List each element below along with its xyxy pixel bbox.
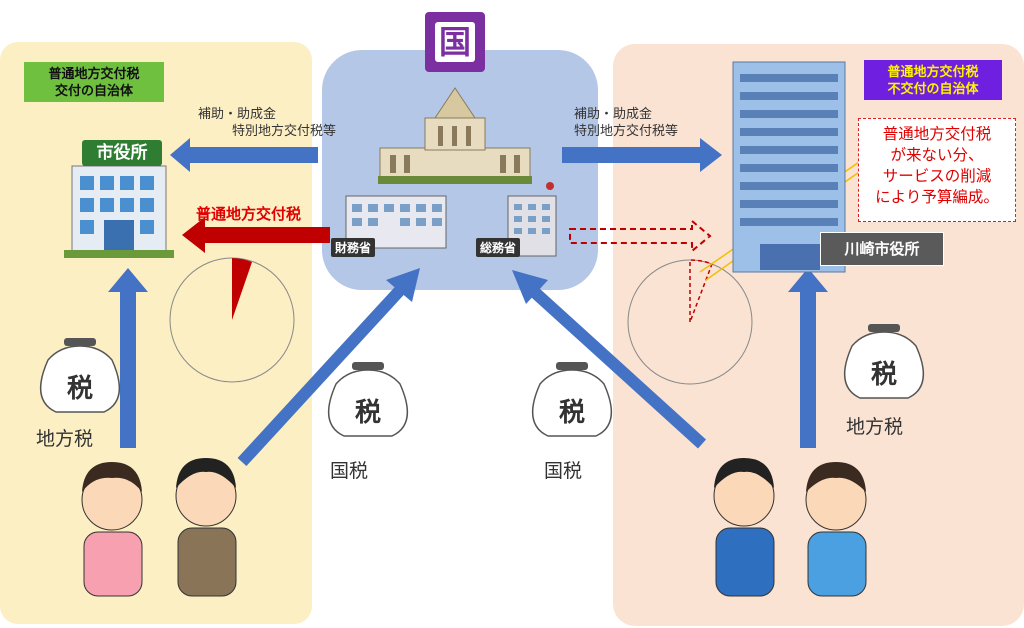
- no-grant-ratio-circle: [627, 259, 753, 385]
- national-government-icon: 国: [425, 12, 485, 72]
- ministry-finance-label: 財務省: [331, 238, 376, 257]
- service-reduction-note: 普通地方交付税 が来ない分、 サービスの削減 により予算編成。: [858, 118, 1016, 222]
- local-tax-arrow-left: [108, 268, 148, 448]
- tax-bag-glyph-left: 税: [66, 374, 93, 404]
- no-grant-dashed-arrow: [569, 218, 712, 254]
- tax-bag-glyph-center-right: 税: [558, 398, 585, 428]
- tax-bag-glyph-right: 税: [870, 360, 897, 390]
- grant-municipality-label: 普通地方交付税 交付の自治体: [24, 62, 164, 102]
- national-tax-right-label: 国税: [544, 460, 583, 482]
- tax-bag-glyph-center-left: 税: [354, 398, 381, 428]
- city-hall-icon: [64, 165, 174, 258]
- kawasaki-city-hall-icon: [732, 61, 846, 273]
- national-tax-arrow-right: [525, 283, 707, 449]
- subsidy-right-label: 補助・助成金 特別地方交付税等: [574, 107, 679, 139]
- local-tax-right-label: 地方税: [846, 416, 904, 438]
- grant-ratio-wedge: [232, 258, 252, 320]
- national-tax-arrow-left: [237, 283, 407, 467]
- subsidy-left-label: 補助・助成金 特別地方交付税等: [198, 107, 336, 139]
- no-grant-ratio-wedge: [689, 259, 713, 323]
- grant-arrow: [182, 217, 330, 253]
- non-grant-municipality-label: 普通地方交付税 不交付の自治体: [864, 60, 1002, 100]
- internal-affairs-building-icon: [507, 182, 557, 257]
- tax-bag-icon: [39, 331, 925, 437]
- grant-label: 普通地方交付税: [196, 205, 302, 223]
- ministry-internal-label: 総務省: [476, 238, 521, 257]
- subsidy-arrow-left: [170, 138, 318, 172]
- finance-building-icon: [345, 195, 447, 249]
- city-hall-sign: 市役所: [82, 140, 162, 166]
- kawasaki-city-hall-label: 川崎市役所: [820, 232, 944, 266]
- residents-right-icon: [713, 458, 867, 597]
- diet-building-icon: [378, 87, 532, 184]
- national-tax-left-label: 国税: [330, 460, 369, 482]
- local-tax-arrow-right: [788, 268, 828, 448]
- grant-municipality-panel: [0, 42, 312, 624]
- residents-left-icon: [81, 458, 237, 597]
- subsidy-arrow-right: [562, 138, 722, 172]
- local-tax-left-label: 地方税: [36, 428, 94, 450]
